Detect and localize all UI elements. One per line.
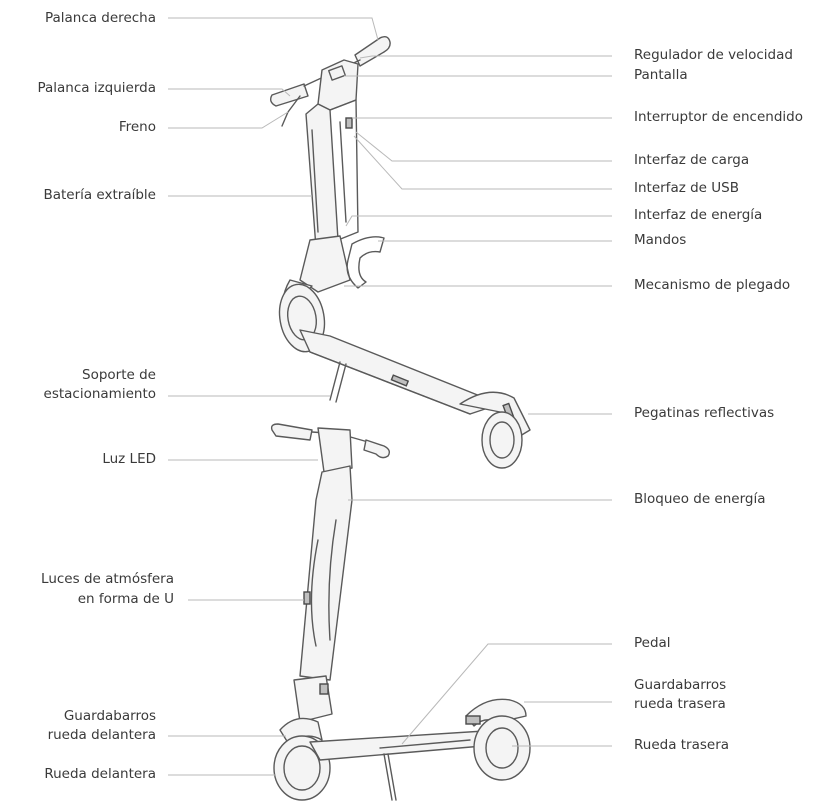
label-mandos: Mandos: [634, 232, 686, 249]
label-freno: Freno: [119, 119, 156, 136]
label-regulador-velocidad: Regulador de velocidad: [634, 47, 793, 64]
label-rueda-trasera: Rueda trasera: [634, 737, 729, 754]
label-interruptor-encendido: Interruptor de encendido: [634, 109, 803, 126]
label-guardabarros-delantera-1: Guardabarros: [64, 708, 156, 725]
label-luces-atmosfera-2: en forma de U: [78, 591, 174, 608]
label-guardabarros-trasera-2: rueda trasera: [634, 696, 726, 713]
label-soporte-estacionamiento-2: estacionamiento: [44, 386, 156, 403]
label-interfaz-energia: Interfaz de energía: [634, 207, 762, 224]
label-pegatinas-reflectivas: Pegatinas reflectivas: [634, 405, 774, 422]
label-luz-led: Luz LED: [102, 451, 156, 468]
label-pedal: Pedal: [634, 635, 671, 652]
label-luces-atmosfera-1: Luces de atmósfera: [41, 571, 174, 588]
label-guardabarros-delantera-2: rueda delantera: [48, 727, 156, 744]
top-scooter-drawing: [271, 37, 530, 468]
label-interfaz-usb: Interfaz de USB: [634, 180, 739, 197]
label-pantalla: Pantalla: [634, 67, 688, 84]
bottom-scooter-drawing: [272, 424, 530, 800]
label-rueda-delantera: Rueda delantera: [44, 766, 156, 783]
label-interfaz-carga: Interfaz de carga: [634, 152, 749, 169]
label-guardabarros-trasera-1: Guardabarros: [634, 677, 726, 694]
label-palanca-izquierda: Palanca izquierda: [37, 80, 156, 97]
label-mecanismo-plegado: Mecanismo de plegado: [634, 277, 790, 294]
leader-lines: [168, 18, 612, 775]
label-bloqueo-energia: Bloqueo de energía: [634, 491, 766, 508]
label-palanca-derecha: Palanca derecha: [45, 10, 156, 27]
label-soporte-estacionamiento-1: Soporte de: [82, 367, 156, 384]
label-bateria-extraible: Batería extraíble: [43, 187, 156, 204]
